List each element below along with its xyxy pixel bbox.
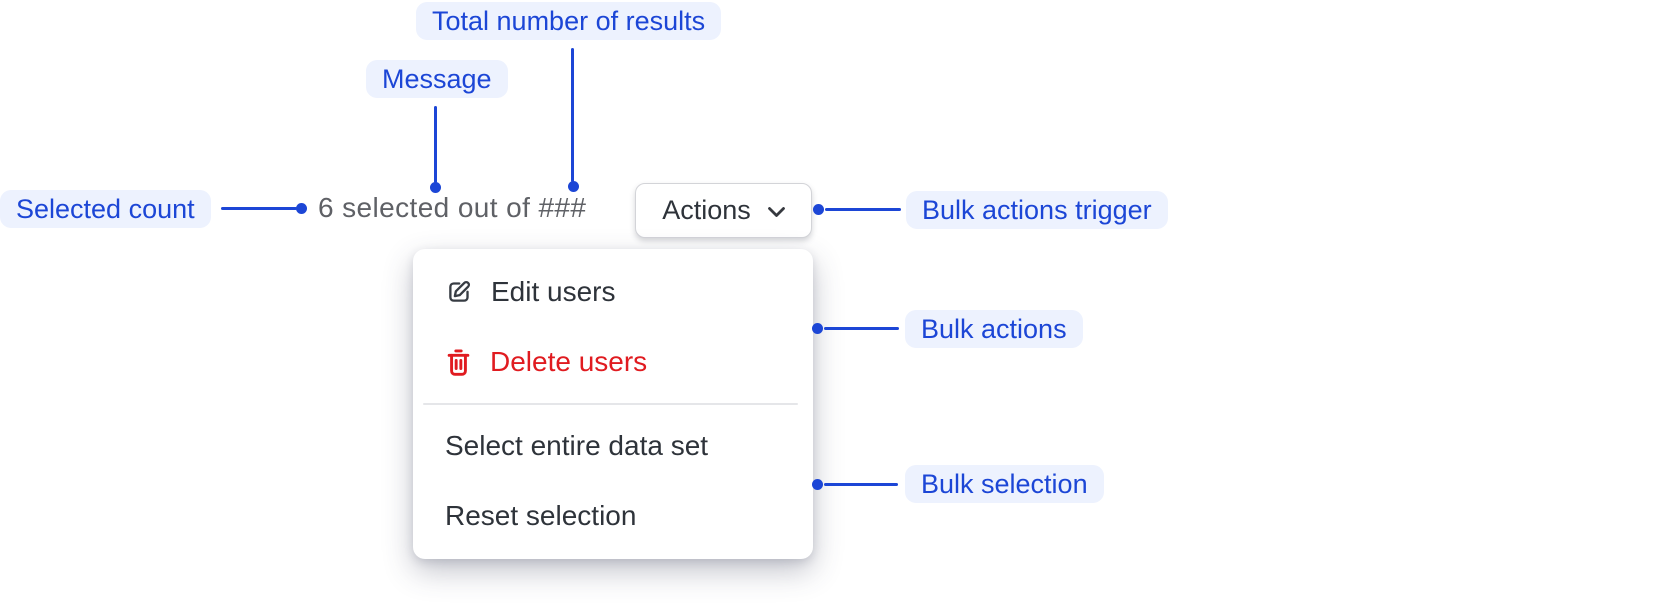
annotation-label-bulk-actions-trigger: Bulk actions trigger (906, 191, 1168, 229)
menu-item-select-entire-data-set[interactable]: Select entire data set (413, 411, 813, 481)
annotation-label-selected-count: Selected count (0, 190, 211, 228)
edit-icon (445, 278, 473, 306)
selection-message: 6 selected out of ### (318, 192, 587, 223)
connector-dot-bulk-actions-trigger (813, 204, 824, 215)
menu-item-edit-users[interactable]: Edit users (413, 257, 813, 327)
menu-item-label: Reset selection (445, 500, 637, 531)
connector-dot-selected-count (296, 203, 307, 214)
annotation-label-total-results: Total number of results (416, 2, 722, 40)
connector-dot-bulk-selection (812, 479, 823, 490)
menu-item-label: Select entire data set (445, 430, 709, 461)
chevron-down-icon (767, 204, 785, 218)
trash-icon (445, 348, 472, 377)
bulk-actions-menu: Edit users Delete users Select entire da… (413, 249, 813, 559)
menu-item-label: Delete users (490, 346, 648, 377)
menu-item-reset-selection[interactable]: Reset selection (413, 481, 813, 551)
connector-line-bulk-selection (824, 483, 898, 486)
annotation-label-message: Message (366, 60, 508, 98)
connector-line-selected-count (221, 207, 297, 210)
connector-line-message (434, 106, 437, 183)
menu-item-label: Edit users (491, 276, 616, 307)
annotation-label-bulk-selection: Bulk selection (905, 465, 1104, 503)
actions-button-label: Actions (662, 195, 751, 225)
bulk-actions-trigger-button[interactable]: Actions (635, 183, 812, 238)
menu-divider (423, 403, 798, 405)
connector-dot-total-results (568, 181, 579, 192)
connector-line-bulk-actions (824, 327, 899, 330)
connector-line-bulk-actions-trigger (825, 208, 901, 211)
connector-dot-bulk-actions (812, 323, 823, 334)
annotation-label-bulk-actions: Bulk actions (905, 310, 1083, 348)
connector-dot-message (430, 182, 441, 193)
menu-item-delete-users[interactable]: Delete users (413, 327, 813, 397)
connector-line-total-results (571, 48, 574, 182)
